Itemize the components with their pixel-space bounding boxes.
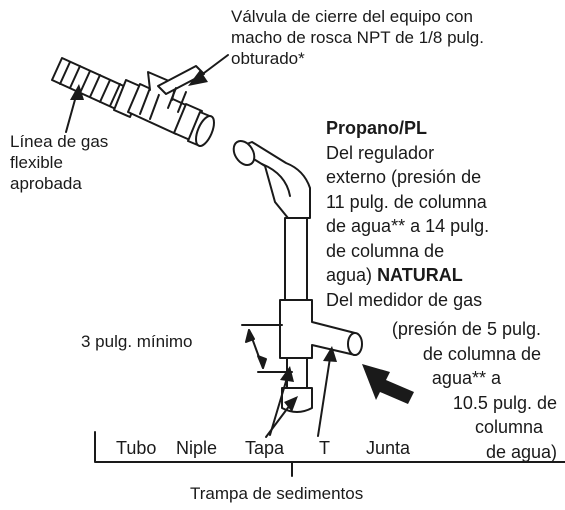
propane-last-line: agua) [326, 265, 373, 285]
gas-line-callout: Línea de gas flexible aprobada [10, 131, 108, 194]
propane-line: 11 pulg. de columna [326, 191, 487, 212]
propane-line: de columna de [326, 240, 445, 261]
callout-arrows [65, 54, 337, 438]
part-label-junta: Junta [366, 438, 411, 458]
propane-natural-line: agua) NATURAL [326, 263, 489, 288]
propane-supply-text: Propano/PL Del regulador externo (presió… [326, 116, 489, 312]
propane-line: Del regulador [326, 142, 435, 163]
propane-line: de agua** a 14 pulg. [326, 216, 490, 236]
valve-callout: Válvula de cierre del equipo con macho d… [231, 6, 484, 69]
valve-outlet-stub [187, 111, 215, 147]
natural-line: de agua) [485, 441, 557, 462]
shutoff-valve [113, 65, 205, 141]
natural-line: agua** a [431, 368, 501, 388]
gas-line-callout-line-3: aprobada [10, 174, 82, 193]
parts-bracket [94, 431, 565, 477]
gas-supply-pipe [232, 139, 311, 301]
natural-line: (presión de 5 pulg. [391, 319, 541, 339]
gas-line-callout-line-2: flexible [10, 153, 63, 172]
propane-line: externo (presión de [326, 167, 482, 187]
valve-callout-line-1: Válvula de cierre del equipo con [231, 7, 473, 26]
dimension-marker [241, 324, 293, 373]
natural-line: de columna de [422, 343, 541, 364]
part-label-t: T [319, 438, 330, 458]
dimension-label: 3 pulg. mínimo [81, 332, 193, 351]
natural-line: columna [474, 417, 543, 437]
propane-heading: Propano/PL [326, 118, 428, 138]
part-label-tubo: Tubo [116, 438, 157, 458]
part-label-niple: Niple [176, 438, 218, 458]
natural-heading: NATURAL [377, 265, 463, 285]
part-label-tapa: Tapa [245, 438, 285, 458]
valve-callout-line-2: macho de rosca NPT de 1/8 pulg. [231, 28, 484, 47]
valve-callout-line-3: obturado* [231, 49, 305, 68]
sediment-trap-label: Trampa de sedimentos [190, 484, 364, 503]
flexible-gas-line [51, 57, 129, 111]
gas-inflow-arrow [362, 364, 414, 404]
natural-supply-text: (presión de 5 pulg. de columna de agua**… [0, 317, 557, 464]
natural-line: 10.5 pulg. de [452, 392, 557, 413]
natural-line: Del medidor de gas [326, 289, 483, 310]
gas-line-callout-line-1: Línea de gas [10, 132, 109, 151]
